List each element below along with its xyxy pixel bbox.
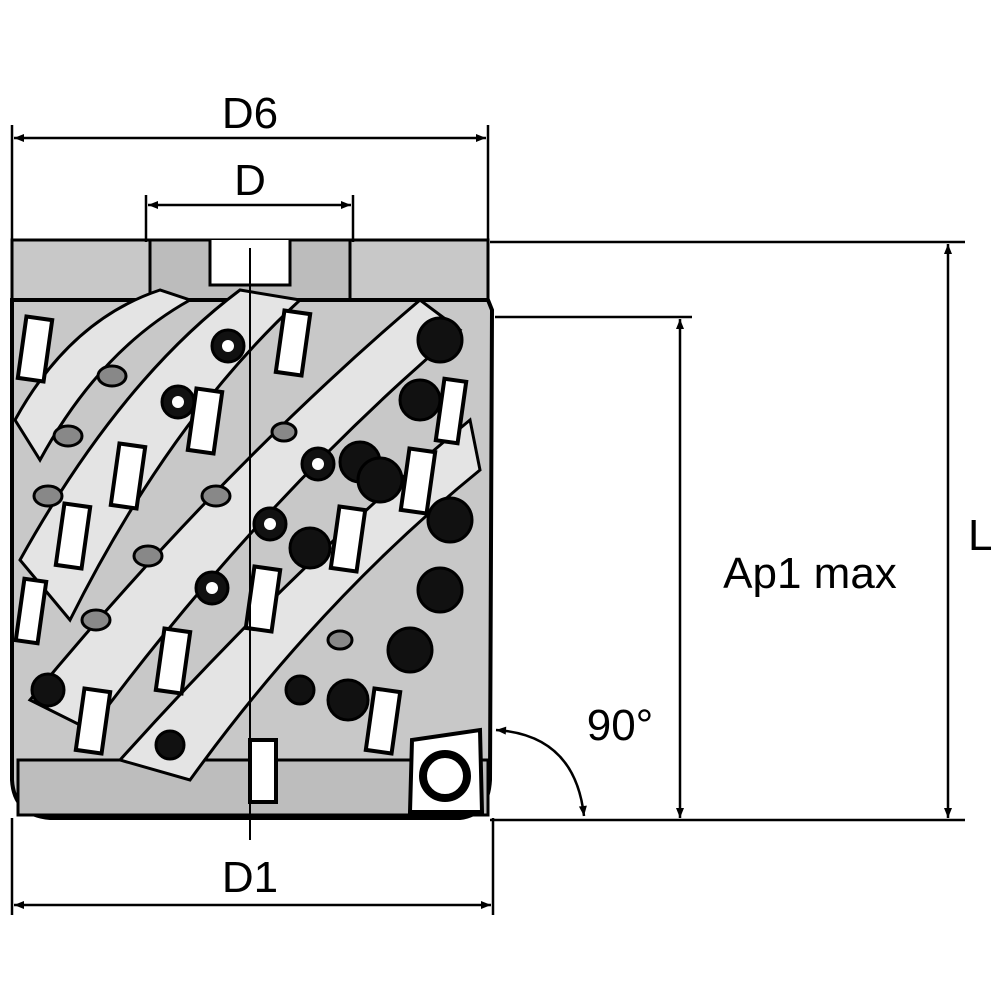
cutting-inserts [13,308,469,804]
cutter-body [10,238,495,840]
insert-screws [30,316,474,761]
dimension-lines [10,125,965,915]
label-d6: D6 [222,89,278,138]
angle-arc [495,726,587,817]
corner-insert-screw [419,750,471,802]
label-d1: D1 [222,853,278,902]
label-ap1max: Ap1 max [723,549,897,598]
label-angle: 90° [587,701,654,750]
label-l: L [968,511,992,560]
label-d: D [234,156,266,205]
coolant-holes [32,364,354,651]
